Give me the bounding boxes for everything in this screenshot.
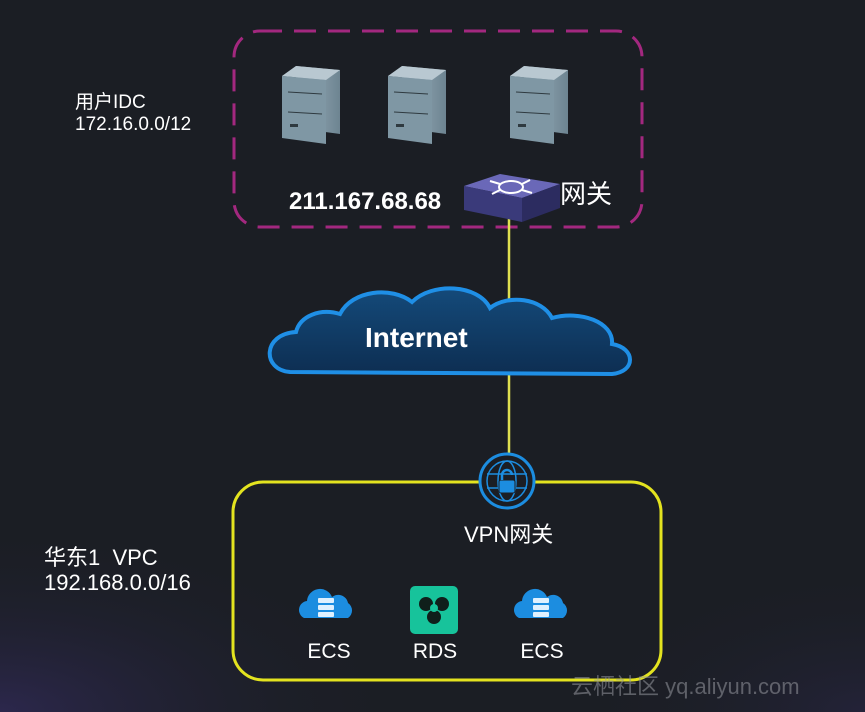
idc-label: 用户IDC 172.16.0.0/12 [75,92,191,136]
server-icon [281,65,341,145]
router-icon [464,174,560,222]
vpc-label: 华东1 VPC 192.168.0.0/16 [44,545,191,596]
ecs-label: ECS [520,640,564,663]
vpc-boundary [231,480,663,682]
server-icon [387,65,447,145]
idc-cidr: 172.16.0.0/12 [75,113,192,135]
server-icon [509,65,569,145]
vpn-gateway-label: VPN网关 [464,522,554,547]
ecs-label: ECS [307,640,351,663]
vpc-cidr: 192.168.0.0/16 [44,570,191,596]
watermark: 云栖社区 yq.aliyun.com [571,674,800,699]
idc-gateway-ip: 211.167.68.68 [289,188,442,215]
idc-gateway-label: 网关 [560,179,613,209]
internet-label: Internet [365,322,468,353]
vpc-name: 华东1 VPC [44,545,158,570]
internet-cloud-icon [267,286,632,377]
rds-label: RDS [412,640,458,663]
ecs-cloud-icon [514,588,568,618]
idc-name: 用户IDC [75,92,146,113]
vpn-gateway-icon [478,452,536,510]
idc-boundary [232,29,644,229]
rds-database-icon [410,586,458,634]
corner-glow-right [560,560,865,712]
